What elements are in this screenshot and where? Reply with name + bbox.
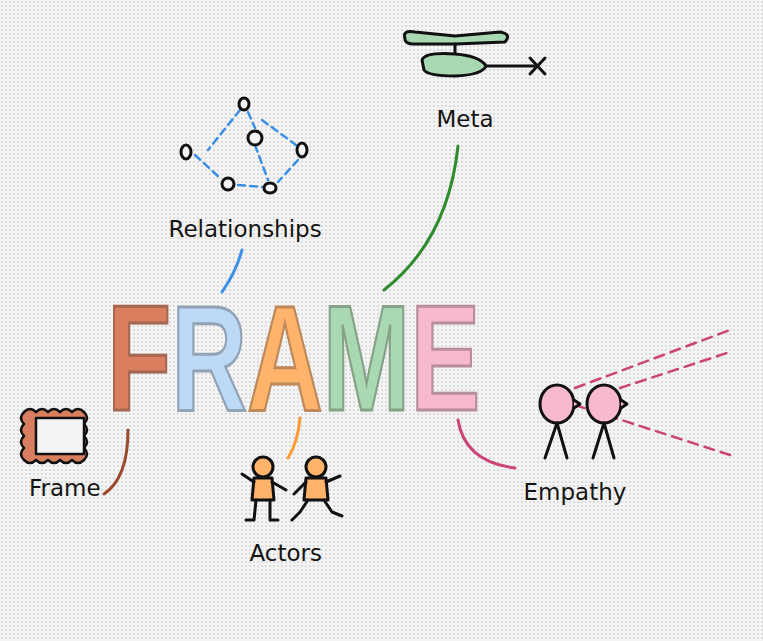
branch-label: Relationships [169,217,322,242]
actors-icon [242,457,342,520]
leader-lines [104,146,515,494]
branch-label: Meta [437,107,494,132]
branch-label: Empathy [524,480,627,505]
picture-frame-icon [21,409,87,463]
branch-label: Actors [250,541,323,566]
graph-nodes [181,98,307,193]
empathy-icon [540,330,730,458]
relationship-graph [195,110,298,187]
title-letters: FRAME [106,283,479,433]
helicopter-icon [404,32,545,76]
branch-label: Frame [29,476,101,501]
